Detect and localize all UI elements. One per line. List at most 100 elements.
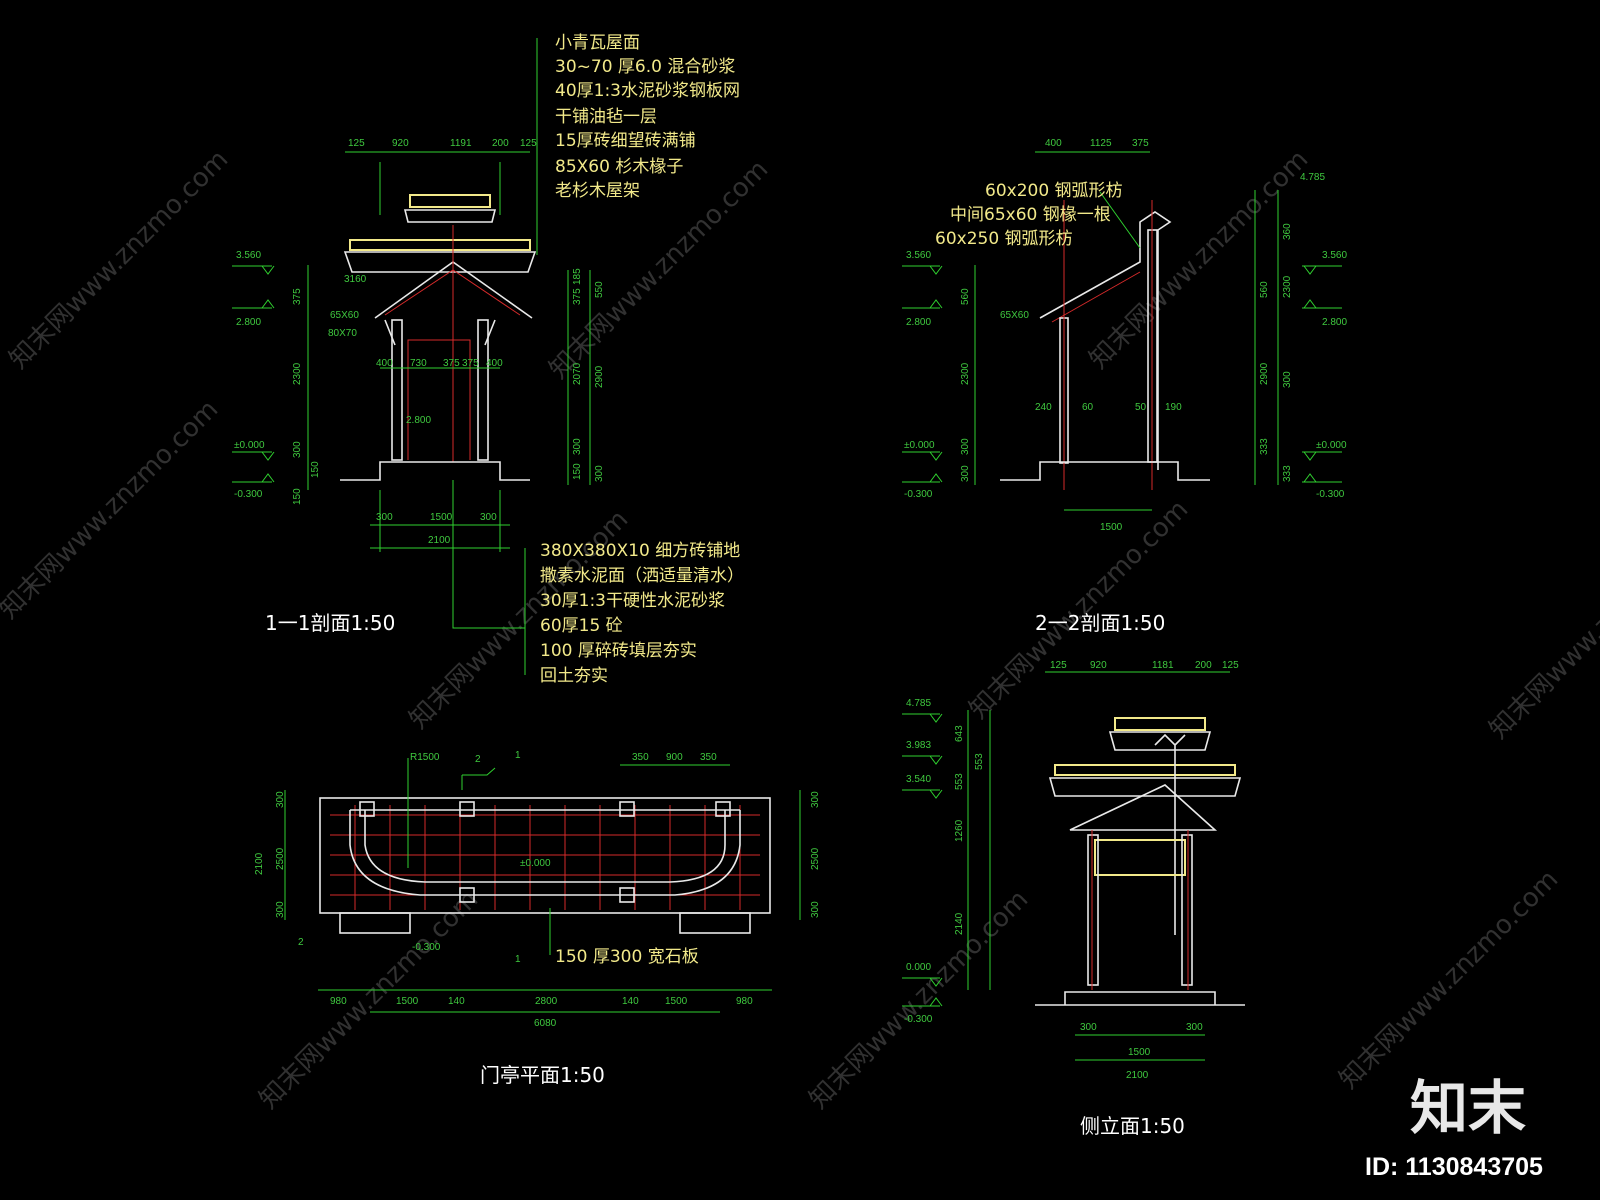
dim-label: 553 (974, 753, 985, 770)
elev-label: -0.300 (234, 489, 263, 500)
column-right (477, 319, 489, 461)
roof-pitch (1069, 784, 1218, 831)
plan-outline (319, 797, 771, 914)
brand-logo: 知末 (1410, 1074, 1526, 1142)
dim-label: 980 (330, 996, 347, 1007)
title-section-1-1: 1一1剖面1:50 (265, 611, 395, 635)
roof-note: 85X60 杉木椽子 (555, 157, 683, 177)
dim-label: 50 (1135, 402, 1147, 413)
dim-label: 2900 (1259, 362, 1270, 385)
elev-label: -0.300 (904, 489, 933, 500)
bracket (384, 319, 496, 346)
roof-rafter (1051, 271, 1141, 323)
leader-line (452, 480, 526, 675)
elev-marker (902, 789, 943, 799)
dim-label: 920 (1090, 660, 1107, 671)
dim-label: 65X60 (330, 310, 359, 321)
title-plan: 门亭平面1:50 (480, 1063, 605, 1087)
section-cut-1 (461, 767, 496, 790)
dim-label: 375 (443, 358, 460, 369)
section-1-1: 125 920 1191 200 125 400 730 375 375 400… (232, 33, 744, 686)
dim-label: 333 (1282, 465, 1293, 482)
section-mark: 1 (515, 750, 521, 761)
dim-label: 730 (410, 358, 427, 369)
dim-label: 1260 (954, 819, 965, 842)
dim-label: 185 (572, 268, 583, 285)
elev-marker (902, 265, 943, 275)
dim-label: 190 (1165, 402, 1182, 413)
elev-label: 3.560 (1322, 250, 1347, 261)
floor-note: 60厚15 砼 (540, 616, 623, 636)
roof-crest (409, 194, 491, 208)
floor-note: 380X380X10 细方砖铺地 (540, 541, 740, 561)
leader-line (1099, 191, 1141, 249)
dim-label: 920 (392, 138, 409, 149)
elev-label: 0.000 (906, 962, 931, 973)
dim-label: 2500 (275, 847, 286, 870)
dim-label: 350 (700, 752, 717, 763)
elev-marker (1302, 473, 1342, 483)
dim-label: 375 (572, 288, 583, 305)
dim-label: 1500 (396, 996, 419, 1007)
dim-label: 2300 (960, 362, 971, 385)
elev-label: ±0.000 (520, 858, 551, 869)
side-elevation: 125 920 1181 200 125 4.785 3.983 3.540 0… (902, 660, 1245, 1138)
section-mark: 2 (475, 754, 481, 765)
dim-label: 125 (1222, 660, 1239, 671)
id-label: ID: 1130843705 (1365, 1153, 1543, 1181)
dim-label: 1125 (1090, 138, 1112, 149)
dim-label: 300 (594, 465, 605, 482)
dim-label: 1500 (665, 996, 688, 1007)
elev-label: 2.800 (906, 317, 931, 328)
column-left (1087, 834, 1099, 986)
roof-note: 干铺油毡一层 (555, 107, 657, 127)
elev-marker (1302, 265, 1342, 275)
elev-label: 3.540 (906, 774, 931, 785)
title-side-elevation: 侧立面1:50 (1080, 1114, 1185, 1138)
watermark-layer: 知末网www.znzmo.com 知末网www.znzmo.com 知末网www… (0, 144, 1600, 1115)
dim-label: 333 (1259, 438, 1270, 455)
base-platform (1000, 461, 1210, 481)
dim-label: 125 (348, 138, 365, 149)
elev-label: ±0.000 (234, 440, 265, 451)
sec22-note: 60x250 钢弧形枋 (935, 229, 1073, 249)
elev-label: -0.300 (904, 1014, 933, 1025)
dim-label: 2100 (1126, 1070, 1149, 1081)
elev-marker (902, 977, 943, 987)
section-mark: 1 (515, 954, 521, 965)
base-platform (1064, 991, 1216, 1005)
roof-tiles-top (403, 209, 497, 223)
watermark: 知末网www.znzmo.com (0, 394, 224, 625)
dim-label: 300 (1282, 371, 1293, 388)
ridge-post (1154, 733, 1186, 935)
dim-label: 125 (1050, 660, 1067, 671)
column-right (1181, 834, 1193, 986)
roof-note: 15厚砖细望砖满铺 (555, 131, 696, 151)
dim-label: 150 (292, 488, 303, 505)
roof-note: 30~70 厚6.0 混合砂浆 (555, 57, 735, 77)
elev-label: 3.983 (906, 740, 931, 751)
plan-curved-bench-inner (364, 810, 726, 883)
elev-label: 2.800 (1322, 317, 1347, 328)
elev-label: -0.300 (1316, 489, 1345, 500)
floor-note: 100 厚碎砖填层夯实 (540, 641, 697, 661)
elev-marker (902, 755, 943, 765)
door-frame (407, 339, 471, 460)
dim-label: 300 (292, 441, 303, 458)
dim-label: 2300 (292, 362, 303, 385)
elev-label: 3.560 (236, 250, 261, 261)
dim-label: 2100 (254, 852, 265, 875)
title-section-2-2: 2一2剖面1:50 (1035, 611, 1165, 635)
dim-label: 140 (448, 996, 465, 1007)
dim-label: 643 (954, 725, 965, 742)
section-mark: 2 (298, 937, 304, 948)
roof-note: 小青瓦屋面 (555, 33, 640, 53)
elev-marker (902, 997, 943, 1007)
floor-note: 回土夯实 (540, 666, 608, 686)
dim-label: 300 (480, 512, 497, 523)
dim-label: 550 (594, 281, 605, 298)
watermark: 知末网www.znzmo.com (804, 884, 1035, 1115)
sec22-note: 中间65x60 钢椽一根 (950, 205, 1111, 225)
column-markers (359, 801, 731, 903)
dim-label: 375 (292, 288, 303, 305)
